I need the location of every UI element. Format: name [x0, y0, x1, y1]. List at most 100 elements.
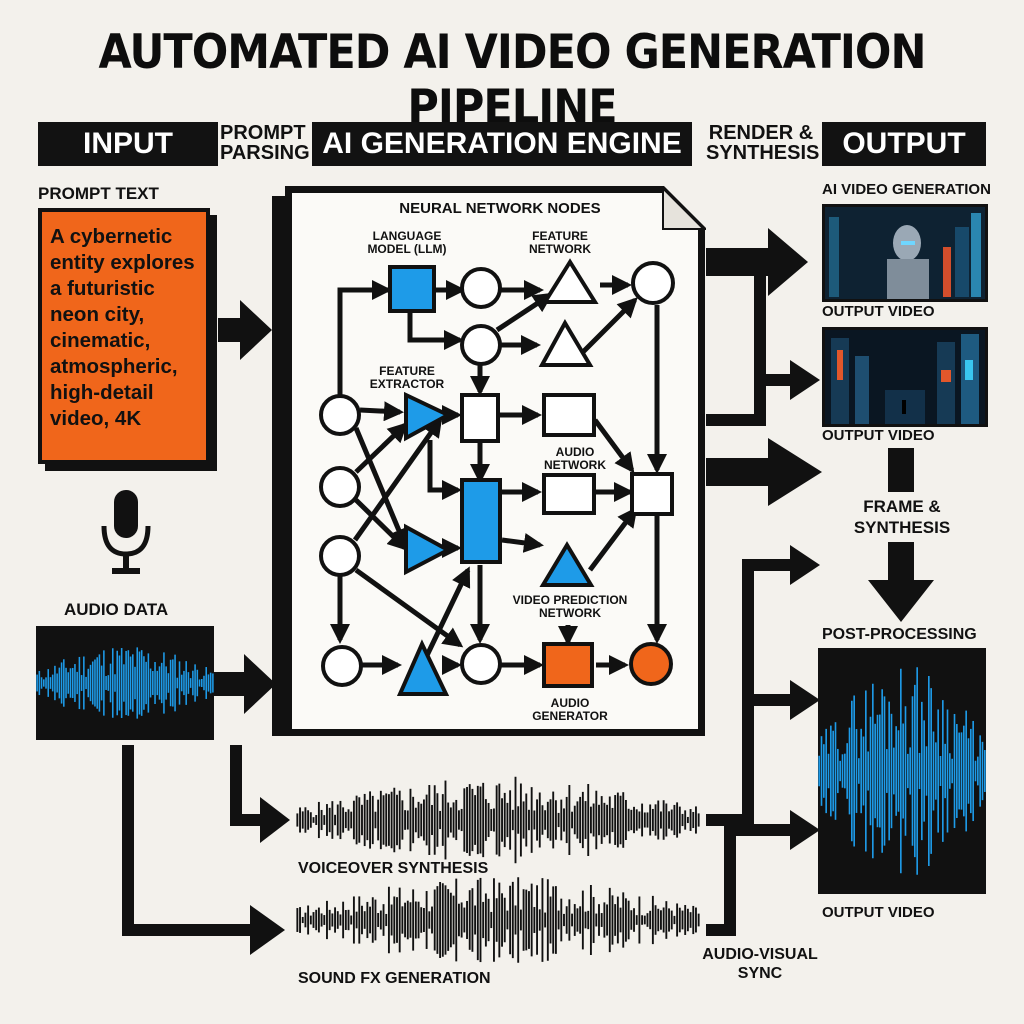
edge-12	[353, 427, 409, 549]
prompt-text-label: PROMPT TEXT	[38, 184, 159, 203]
page-title: AUTOMATED AI VIDEO GENERATION PIPELINE	[98, 25, 927, 135]
post-processing-panel	[818, 648, 986, 894]
arrowhead-sfx	[250, 905, 285, 955]
node-blue-triangle-2	[404, 523, 453, 576]
flow-arrows	[214, 228, 822, 714]
label-feature-network-line-1: FEATURE	[532, 229, 588, 243]
label-video-prediction: VIDEO PREDICTION NETWORK	[500, 594, 640, 620]
output-video-label-2: OUTPUT VIDEO	[822, 427, 935, 444]
header-prompt-line-1: PROMPT	[220, 122, 306, 144]
label-audio-network-line-1: AUDIO	[555, 445, 595, 459]
arrowhead-video-2	[790, 360, 820, 400]
node-feature-extractor	[404, 391, 453, 442]
node-bottom-2	[460, 643, 502, 685]
arrow-audio-to-engine	[214, 654, 276, 714]
node-input-2	[319, 466, 361, 508]
edge-1	[337, 280, 392, 400]
node-circle-3	[460, 324, 502, 366]
output-video-label-1: OUTPUT VIDEO	[822, 303, 935, 320]
node-blue-tall	[460, 478, 502, 564]
label-audio-generator: AUDIO GENERATOR	[520, 697, 620, 723]
edge-25	[588, 506, 638, 572]
edge-11	[359, 401, 404, 422]
output-video-label-3: OUTPUT VIDEO	[822, 904, 935, 921]
label-audio-generator-line-2: GENERATOR	[532, 709, 608, 723]
header-prompt-parsing: PROMPT PARSING	[220, 122, 310, 164]
node-feature-network	[541, 258, 599, 304]
node-language-model	[388, 265, 436, 313]
small-arrow-heads	[250, 360, 934, 955]
arrow-prompt-to-engine	[218, 300, 272, 360]
node-input-1	[319, 394, 361, 436]
frame-synthesis-line-1: FRAME &	[863, 497, 941, 516]
audio-data-panel	[36, 626, 214, 740]
header-output: OUTPUT	[822, 122, 986, 166]
audio-input-waveform	[36, 647, 214, 719]
node-audio-generator	[542, 642, 594, 688]
arrow-frame-to-post	[868, 542, 934, 622]
label-audio-network-line-2: NETWORK	[544, 458, 606, 472]
edge-20	[427, 440, 462, 500]
node-rect-2	[542, 473, 596, 515]
network-nodes	[319, 258, 675, 696]
label-feature-extractor-line-1: FEATURE	[379, 364, 435, 378]
node-bottom-1	[321, 645, 363, 687]
header-render-line-2: SYNTHESIS	[706, 142, 820, 164]
neural-network-title: NEURAL NETWORK NODES	[399, 200, 601, 217]
node-triangle-2	[538, 318, 594, 367]
output-video-thumbnail-2[interactable]	[822, 327, 988, 427]
label-audio-generator-line-1: AUDIO	[550, 696, 590, 710]
node-output-orange	[629, 642, 673, 686]
voiceover-waveform	[296, 776, 700, 864]
connector-post-2	[706, 824, 790, 936]
label-language-model: LANGUAGE MODEL (LLM)	[352, 230, 462, 256]
connector-render-up	[706, 270, 766, 426]
edge-27	[354, 567, 464, 648]
sync-label-line-1: AUDIO-VISUAL	[702, 946, 818, 963]
microphone-icon	[96, 488, 156, 580]
cyborg-scene-image	[825, 207, 985, 299]
header-prompt-line-2: PARSING	[220, 142, 310, 164]
sound-fx-waveform	[296, 877, 700, 963]
edge-18	[592, 418, 635, 474]
node-input-3	[319, 535, 361, 577]
arrowhead-sync	[790, 545, 820, 585]
label-language-model-line-2: MODEL (LLM)	[367, 242, 447, 256]
post-processing-label: POST-PROCESSING	[822, 626, 977, 643]
label-video-prediction-line-1: VIDEO PREDICTION	[512, 593, 628, 607]
engine-page-fold	[662, 186, 706, 230]
node-circle-1	[460, 267, 502, 309]
frame-synthesis-line-2: SYNTHESIS	[853, 518, 951, 537]
output-video-thumbnail-1[interactable]	[822, 204, 988, 302]
frame-synthesis-label: FRAME & SYNTHESIS	[840, 496, 964, 538]
label-video-prediction-line-2: NETWORK	[539, 606, 601, 620]
header-input: INPUT	[38, 122, 218, 166]
edge-14	[354, 498, 408, 551]
arrow-engine-to-output	[706, 438, 822, 506]
edge-8	[578, 297, 638, 357]
header-render-synthesis: RENDER & SYNTHESIS	[706, 122, 820, 164]
edge-5	[407, 310, 464, 350]
connector-audio-to-sfx	[122, 745, 250, 936]
header-render-line-1: RENDER &	[708, 122, 814, 144]
arrowhead-post-2	[790, 810, 820, 850]
label-audio-network: AUDIO NETWORK	[530, 446, 620, 472]
edge-7	[495, 292, 554, 333]
label-language-model-line-1: LANGUAGE	[372, 229, 442, 243]
voiceover-synthesis-label: VOICEOVER SYNTHESIS	[298, 860, 489, 877]
label-feature-network: FEATURE NETWORK	[520, 230, 600, 256]
edge-24	[501, 532, 544, 553]
node-blue-triangle-3	[539, 541, 595, 587]
label-feature-extractor-line-2: EXTRACTOR	[369, 377, 445, 391]
arrowhead-post-1	[790, 680, 820, 720]
node-audio-network-box	[542, 393, 596, 437]
neon-city-image	[825, 330, 985, 424]
audio-data-label: AUDIO DATA	[64, 600, 169, 619]
edge-13	[354, 422, 408, 474]
label-feature-network-line-2: NETWORK	[529, 242, 591, 256]
node-merge	[630, 472, 674, 516]
arrow-engine-to-video-1	[706, 228, 808, 296]
sync-label-line-2: SYNC	[737, 965, 783, 982]
render-connectors	[122, 270, 790, 936]
connector-audio-to-voice	[230, 745, 260, 826]
